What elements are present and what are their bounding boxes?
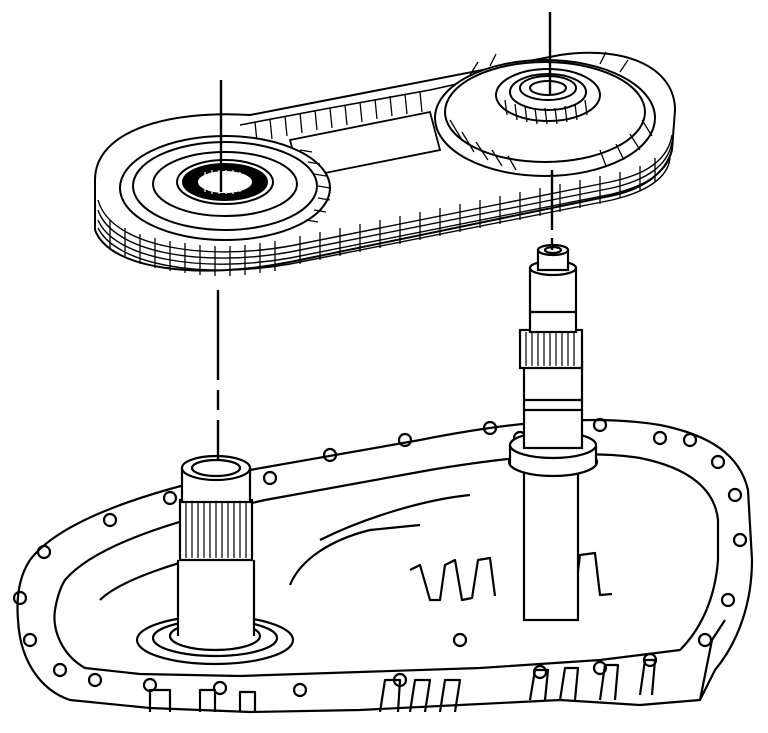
front-output-shaft [135, 454, 295, 666]
rear-sprocket [434, 51, 656, 177]
alignment-lines [216, 12, 554, 460]
front-sprocket [119, 135, 331, 241]
transfer-case-housing [12, 417, 754, 714]
rear-output-shaft [507, 243, 599, 622]
